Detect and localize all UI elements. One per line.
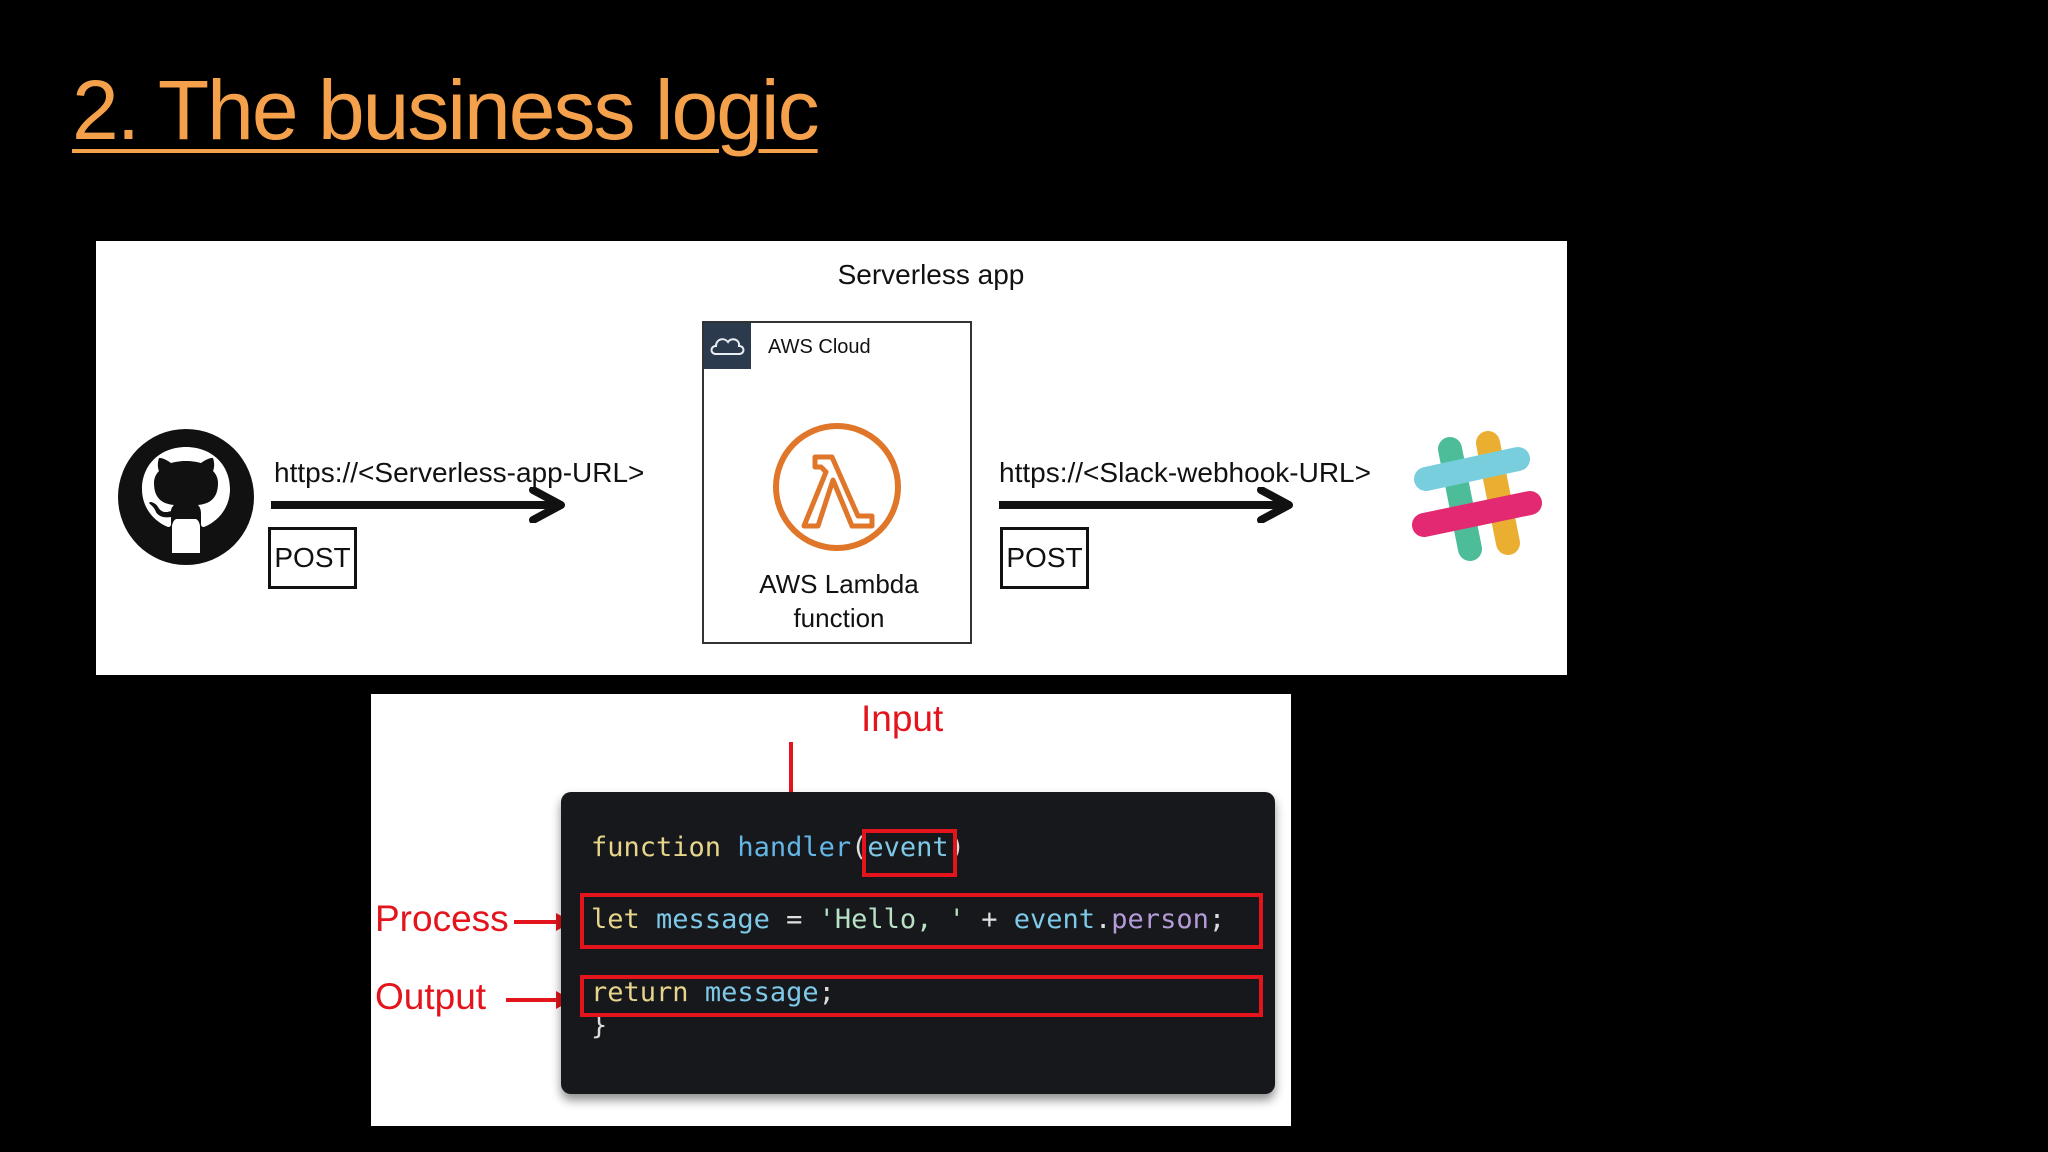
lambda-label-line2: function (793, 603, 885, 633)
arrow-right-icon (271, 487, 565, 523)
code-line-3: return message; (591, 977, 835, 1008)
output-label: Output (375, 976, 487, 1017)
input-highlight (862, 829, 957, 877)
code-argument: event (867, 832, 949, 863)
code-keyword: function (591, 832, 722, 863)
aws-cloud-label: AWS Cloud (768, 336, 871, 358)
diagram-header: Serverless app (837, 259, 1025, 290)
code-variable: message (704, 977, 819, 1008)
input-label: Input (861, 698, 944, 739)
slack-icon (1412, 431, 1542, 561)
post-method-badge: POST (268, 527, 357, 589)
output-highlight (580, 975, 1263, 1017)
code-example: Input Process Output function handler(ev… (371, 694, 1291, 1126)
code-keyword: let (591, 904, 640, 935)
code-variable: event (1013, 904, 1096, 935)
code-variable: message (656, 904, 770, 935)
code-semicolon: ; (1208, 904, 1226, 935)
slide-title: 2. The business logic (72, 63, 820, 157)
code-operator: + (981, 904, 998, 935)
code-brace: } (591, 1010, 608, 1041)
process-highlight (580, 893, 1263, 949)
code-line-4: } (591, 1010, 607, 1041)
process-label: Process (375, 898, 509, 939)
aws-cloud-box: AWS Cloud AWS Lambda function (702, 321, 972, 644)
post-method-badge: POST (1000, 527, 1089, 589)
lambda-label-line1: AWS Lambda (759, 569, 919, 599)
code-dot: . (1095, 904, 1112, 935)
cloud-tab (704, 323, 751, 369)
github-icon (118, 429, 254, 565)
code-keyword: return (591, 977, 689, 1008)
code-string: 'Hello, ' (818, 904, 965, 935)
code-operator: = (786, 904, 803, 935)
architecture-diagram: Serverless app https://<Serverless-app-U… (96, 241, 1567, 675)
slack-webhook-url-label: https://<Slack-webhook-URL> (999, 457, 1371, 488)
code-property: person (1111, 904, 1209, 935)
cloud-icon (710, 338, 745, 355)
code-function-name: handler (737, 832, 852, 863)
lambda-icon (773, 423, 901, 551)
arrow-right-icon (999, 487, 1293, 523)
code-line-2: let message = 'Hello, ' + event.person; (591, 904, 1225, 935)
code-semicolon: ; (818, 977, 835, 1008)
serverless-url-label: https://<Serverless-app-URL> (274, 457, 645, 488)
code-editor: function handler(event) let message = 'H… (561, 792, 1275, 1094)
